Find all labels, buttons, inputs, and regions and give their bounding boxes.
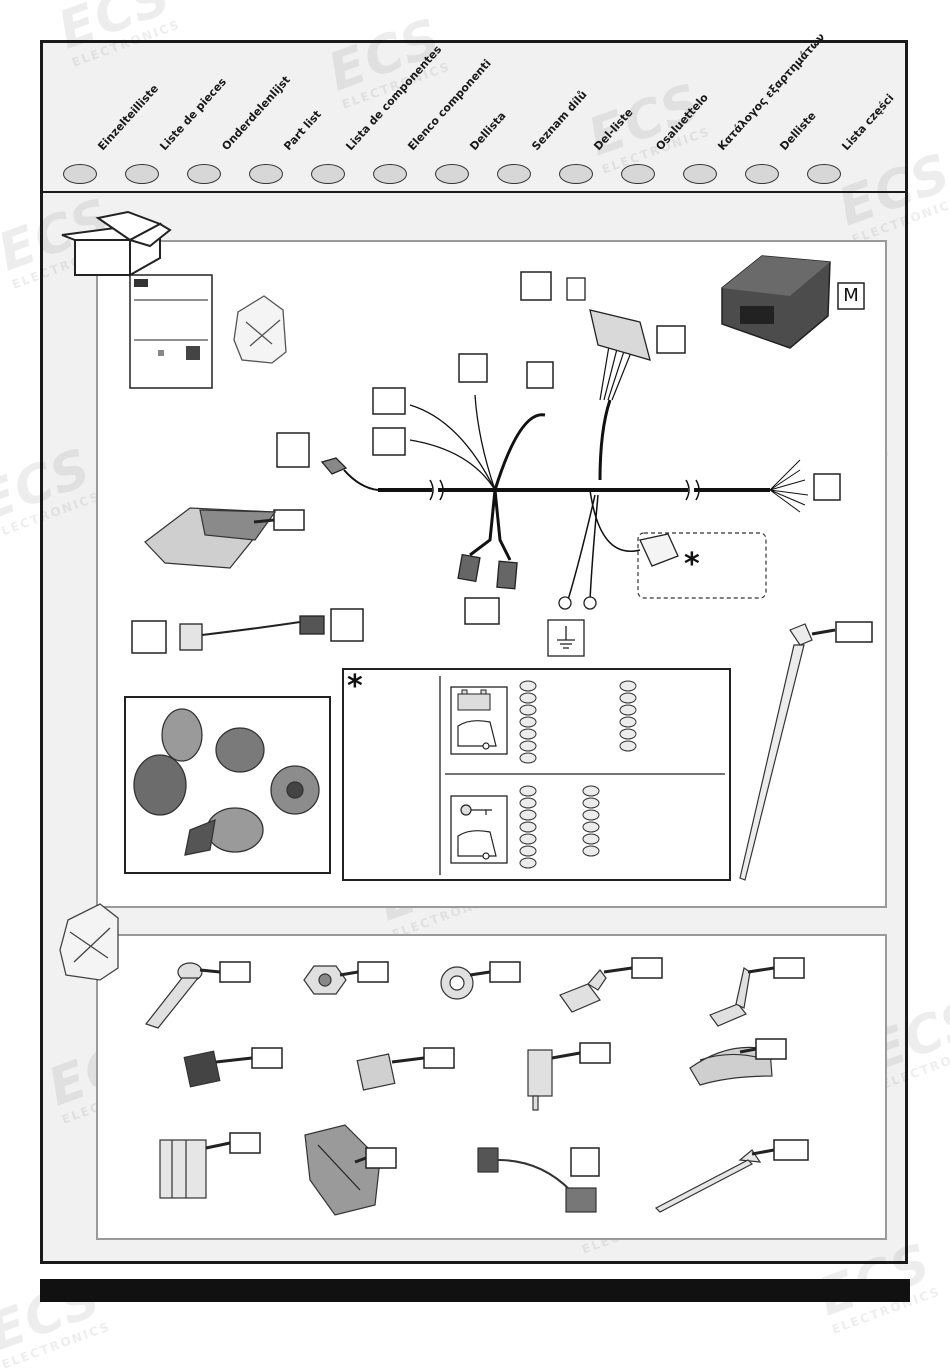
- ground-symbol: [547, 619, 585, 657]
- harness-connectors: [320, 277, 679, 610]
- trailer-icon: [457, 720, 497, 860]
- lang-oval: [435, 164, 469, 184]
- lang-oval: [559, 164, 593, 184]
- lang-oval: [497, 164, 531, 184]
- terminal-connector-icon: [559, 969, 607, 1013]
- nut-icon: [303, 965, 347, 995]
- module-label: M: [843, 285, 859, 306]
- footer-bar: [40, 1279, 910, 1302]
- cable-tie-icon: [739, 623, 836, 881]
- header-divider: [40, 191, 908, 193]
- bolt-icon: [145, 962, 203, 1029]
- leader-lines: [199, 518, 775, 1164]
- socket-kit-icon: [133, 708, 320, 856]
- optional-asterisk: *: [684, 547, 700, 582]
- legend-asterisk: *: [347, 669, 363, 704]
- parts-diagram: [59, 210, 873, 1216]
- adhesive-pad-icon: [144, 507, 277, 569]
- lang-oval: [187, 164, 221, 184]
- battery-icon: [457, 689, 491, 711]
- lang-oval: [745, 164, 779, 184]
- key-icon: [460, 804, 492, 816]
- lock-washer-icon: [440, 966, 474, 1000]
- part-label-boxes: [130, 271, 873, 730]
- box-icon: [61, 210, 172, 277]
- cable-clamp-icon: [159, 1139, 207, 1199]
- lang-oval: [63, 164, 97, 184]
- lang-oval: [373, 164, 407, 184]
- fuse-icon: [527, 1049, 553, 1111]
- pin-ovals: [519, 680, 637, 869]
- lang-oval: [311, 164, 345, 184]
- lang-oval: [621, 164, 655, 184]
- plastic-bag-icon: [233, 295, 287, 364]
- bag-contents-panel: [96, 934, 887, 1240]
- wiring-harness: [343, 329, 809, 601]
- manual-document-icon: [129, 274, 213, 389]
- relay-cable-icon: [477, 1147, 597, 1213]
- lang-oval: [683, 164, 717, 184]
- splice-connector-icon: [304, 1124, 381, 1216]
- control-module-icon: [721, 255, 831, 349]
- optional-connector-region: [637, 532, 767, 599]
- plug-connector-icon: [356, 1053, 396, 1091]
- harness-break-marks: [429, 479, 700, 501]
- plug-connector-icon: [183, 1050, 221, 1088]
- lang-oval: [807, 164, 841, 184]
- lang-oval: [125, 164, 159, 184]
- module-label-box: [837, 282, 865, 310]
- lower-part-label-boxes: [219, 957, 809, 1177]
- sensor-cable-icon: [179, 615, 325, 651]
- small-parts-bag-icon: [59, 903, 119, 981]
- flat-terminal-icon: [709, 967, 751, 1027]
- small-cable-tie-icon: [654, 1149, 762, 1213]
- lang-oval: [249, 164, 283, 184]
- adhesive-strip-icon: [689, 1046, 773, 1086]
